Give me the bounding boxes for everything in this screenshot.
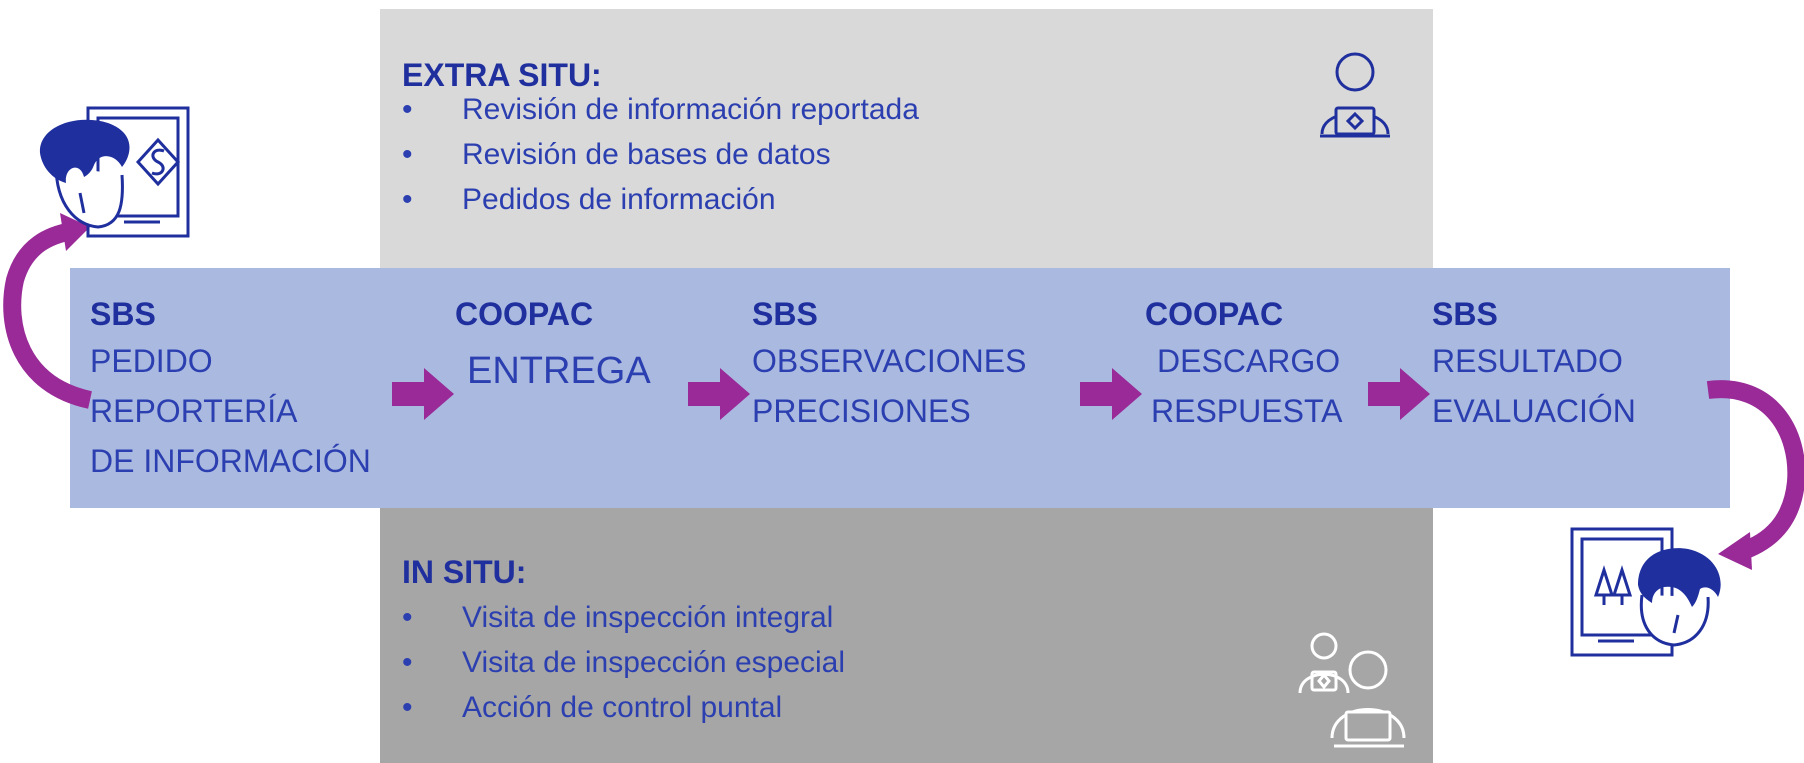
sbs-officer-document-icon (39, 106, 190, 238)
step-actor: SBS (90, 296, 156, 332)
arrow-right-icon (392, 368, 454, 420)
in-situ-list: Visita de inspección integral Visita de … (402, 595, 845, 730)
arrow-right-icon (1080, 368, 1142, 420)
step-text: RESULTADO (1432, 343, 1623, 379)
list-item: Acción de control puntal (402, 685, 845, 730)
list-item: Revisión de bases de datos (402, 132, 919, 177)
coopac-officer-document-icon (1570, 527, 1721, 657)
arrow-right-icon (1368, 368, 1430, 420)
list-item: Revisión de información reportada (402, 87, 919, 132)
step-response: COOPAC DESCARGO RESPUESTA (1145, 292, 1342, 436)
step-actor: COOPAC (1145, 296, 1284, 332)
step-text: OBSERVACIONES (752, 343, 1027, 379)
step-observations: SBS OBSERVACIONES PRECISIONES (752, 292, 1026, 436)
step-actor: COOPAC (455, 296, 594, 332)
curved-arrow-icon (1706, 380, 1804, 570)
step-result: SBS RESULTADO EVALUACIÓN (1432, 292, 1636, 436)
step-actor: SBS (1432, 296, 1498, 332)
curved-arrow-icon (3, 213, 93, 409)
list-item: Pedidos de información (402, 177, 919, 222)
extra-situ-list: Revisión de información reportada Revisi… (402, 87, 919, 222)
process-band (70, 268, 1730, 508)
step-text: DE INFORMACIÓN (90, 443, 371, 479)
step-request: SBS PEDIDO REPORTERÍA DE INFORMACIÓN (90, 292, 371, 486)
person-laptop-icon (1320, 52, 1390, 138)
step-text: PEDIDO (90, 343, 213, 379)
arrow-right-icon (688, 368, 750, 420)
step-actor: SBS (752, 296, 818, 332)
step-text: DESCARGO (1157, 343, 1341, 379)
two-people-laptop-icon (1298, 632, 1406, 748)
step-delivery: COOPAC ENTREGA (455, 292, 651, 396)
extra-situ-panel: EXTRA SITU: Revisión de información repo… (380, 9, 1433, 269)
step-text: REPORTERÍA (90, 393, 298, 429)
in-situ-title: IN SITU: (402, 554, 527, 590)
step-text: EVALUACIÓN (1432, 393, 1636, 429)
list-item: Visita de inspección especial (402, 640, 845, 685)
list-item: Visita de inspección integral (402, 595, 845, 640)
in-situ-panel: IN SITU: Visita de inspección integral V… (380, 508, 1433, 763)
step-text: ENTREGA (467, 350, 651, 392)
step-text: PRECISIONES (752, 393, 971, 429)
step-text: RESPUESTA (1151, 393, 1343, 429)
